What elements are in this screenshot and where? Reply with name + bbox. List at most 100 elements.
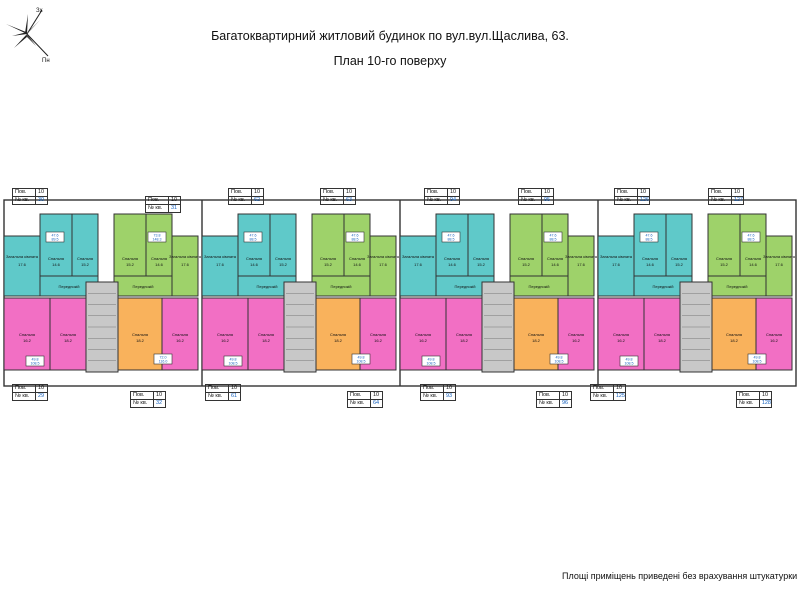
room-living-right xyxy=(369,235,397,297)
room-bedroom-right-area: 15.2 xyxy=(720,262,729,267)
room-bedroom-bottom-left-2-area: 18.2 xyxy=(460,338,469,343)
page-title: Багатоквартирний житловий будинок по вул… xyxy=(211,29,569,43)
apartment-area-badge-bottom xyxy=(747,353,767,365)
apartment-area-badge-top-area: 47.6 xyxy=(250,233,257,237)
apartment-area-badge-bottom-total: 116.0 xyxy=(159,360,168,364)
apartment-area-badge-top-area: 47.6 xyxy=(352,233,359,237)
room-bedroom-bottom-left-2 xyxy=(643,297,681,371)
room-bedroom-bottom-right-2-area: 16.2 xyxy=(572,338,581,343)
room-bedroom-bottom-left-2 xyxy=(247,297,285,371)
room-living-right xyxy=(567,235,595,297)
apartment-area-badge-bottom-total: 108.5 xyxy=(31,362,40,366)
room-hall-right-label: Передпокій xyxy=(330,284,351,289)
apartment-area-badge-bottom xyxy=(223,355,243,367)
room-hall-right-label: Передпокій xyxy=(132,284,153,289)
apartment-tag-bottom-1: Пов.10 № кв.29 xyxy=(12,384,48,401)
apartment-tag-bottom-2: Пов.10 № кв.32 xyxy=(130,391,166,408)
room-bedroom-bottom-right-label: Спальня xyxy=(132,332,148,337)
room-bedroom-bottom-left-label: Спальня xyxy=(415,332,431,337)
apartment-area-badge-top xyxy=(543,231,563,243)
room-bedroom-left-label: Спальня xyxy=(246,256,262,261)
room-living-left-area: 17.6 xyxy=(414,262,423,267)
room-bedroom-left-2-label: Спальня xyxy=(473,256,489,261)
apartment-tag-bottom-8: Пов.10 № кв.128 xyxy=(736,391,772,408)
room-bedroom-bottom-right-area: 18.2 xyxy=(136,338,145,343)
apartment-area-badge-top-total: 88.5 xyxy=(550,238,557,242)
apartment-tag-top-5: Пов.10 № кв.94 xyxy=(424,188,460,205)
room-bedroom-right-area: 15.2 xyxy=(126,262,135,267)
apartment-area-badge-top xyxy=(147,231,167,243)
room-bedroom-bottom-left-area: 16.2 xyxy=(419,338,428,343)
apartment-area-badge-bottom-total: 108.5 xyxy=(555,360,564,364)
apartment-area-badge-bottom xyxy=(619,355,639,367)
room-living-right xyxy=(765,235,793,297)
room-living-right-area: 17.6 xyxy=(379,262,388,267)
room-bedroom-left-2-label: Спальня xyxy=(671,256,687,261)
apartment-area-badge-top xyxy=(45,231,65,243)
room-bedroom-bottom-right-2-area: 16.2 xyxy=(770,338,779,343)
room-living-right-label: Загальна кімната xyxy=(169,254,202,259)
apartment-area-badge-top-total: 88.5 xyxy=(250,238,257,242)
room-bedroom-bottom-right-2-area: 16.2 xyxy=(374,338,383,343)
room-living-right-label: Загальна кімната xyxy=(367,254,400,259)
room-living-right-area: 17.6 xyxy=(577,262,586,267)
room-bedroom-bottom-left-2 xyxy=(445,297,483,371)
compass-east-label: Зх xyxy=(36,8,43,14)
apartment-area-badge-top-total: 88.5 xyxy=(748,238,755,242)
apartment-tag-top-8: Пов.10 № кв.127 xyxy=(708,188,744,205)
room-bedroom-bottom-left-2 xyxy=(49,297,87,371)
room-hall-right-label: Передпокій xyxy=(726,284,747,289)
room-living-right-label: Загальна кімната xyxy=(763,254,796,259)
page-subtitle: План 10-го поверху xyxy=(333,54,447,68)
apartment-tag-top-4: Пов.10 № кв.63 xyxy=(320,188,356,205)
apartment-tag-bottom-7: Пов.10 № кв.125 xyxy=(590,384,626,401)
apartment-area-badge-top-area: 47.6 xyxy=(646,233,653,237)
room-bedroom-bottom-right-label: Спальня xyxy=(528,332,544,337)
room-living-right xyxy=(171,235,199,297)
footnote: Площі приміщень приведені без врахування… xyxy=(562,571,798,581)
room-living-right-area: 17.6 xyxy=(181,262,190,267)
room-living-left-label: Загальна кімната xyxy=(600,254,633,259)
room-hall-left-label: Передпокій xyxy=(256,284,277,289)
room-bedroom-bottom-left-area: 16.2 xyxy=(23,338,32,343)
apartment-area-badge-bottom xyxy=(25,355,45,367)
apartment-area-badge-bottom-area: 49.8 xyxy=(428,357,435,361)
apartment-area-badge-bottom-total: 108.5 xyxy=(427,362,436,366)
room-bedroom-bottom-right-2-label: Спальня xyxy=(172,332,188,337)
apartment-tag-top-2: Пов.10 № кв.31 xyxy=(145,196,181,213)
apartment-tag-bottom-3: Пов.10 № кв.61 xyxy=(205,384,241,401)
room-living-left-area: 17.6 xyxy=(612,262,621,267)
apartment-area-badge-top-total: 88.5 xyxy=(448,238,455,242)
room-bedroom-right-label: Спальня xyxy=(716,256,732,261)
room-bedroom-right-2-label: Спальня xyxy=(349,256,365,261)
room-bedroom-bottom-right-area: 18.2 xyxy=(532,338,541,343)
room-bedroom-left-2-area: 15.2 xyxy=(81,262,90,267)
room-bedroom-left-2-area: 15.2 xyxy=(477,262,486,267)
room-bedroom-right-2-label: Спальня xyxy=(547,256,563,261)
room-bedroom-left-2-area: 15.2 xyxy=(675,262,684,267)
apartment-tag-bottom-6: Пов.10 № кв.96 xyxy=(536,391,572,408)
apartment-tag-top-3: Пов.10 № кв.62 xyxy=(228,188,264,205)
room-hall-right-label: Передпокій xyxy=(528,284,549,289)
apartment-area-badge-bottom-total: 108.5 xyxy=(625,362,634,366)
room-bedroom-bottom-left-area: 16.2 xyxy=(221,338,230,343)
room-bedroom-right-2-label: Спальня xyxy=(151,256,167,261)
room-bedroom-bottom-left-2-label: Спальня xyxy=(60,332,76,337)
room-bedroom-bottom-left-label: Спальня xyxy=(217,332,233,337)
apartment-area-badge-top-total: 148.3 xyxy=(153,238,162,242)
floor-plan-drawing: Загальна кімната17.6Спальня14.6Спальня15… xyxy=(3,199,797,387)
room-living-left-label: Загальна кімната xyxy=(6,254,39,259)
room-bedroom-right-label: Спальня xyxy=(320,256,336,261)
room-bedroom-left-area: 14.6 xyxy=(448,262,457,267)
room-bedroom-bottom-left-2-area: 18.2 xyxy=(64,338,73,343)
apartment-area-badge-top xyxy=(345,231,365,243)
apartment-area-badge-bottom xyxy=(153,353,173,365)
apartment-area-badge-top xyxy=(243,231,263,243)
apartment-area-badge-top-area: 47.6 xyxy=(52,233,59,237)
room-bedroom-left-label: Спальня xyxy=(444,256,460,261)
compass-rose-icon xyxy=(6,9,49,57)
room-bedroom-bottom-right-area: 18.2 xyxy=(730,338,739,343)
apartment-area-badge-top-total: 89.5 xyxy=(52,238,59,242)
apartment-area-badge-top xyxy=(741,231,761,243)
